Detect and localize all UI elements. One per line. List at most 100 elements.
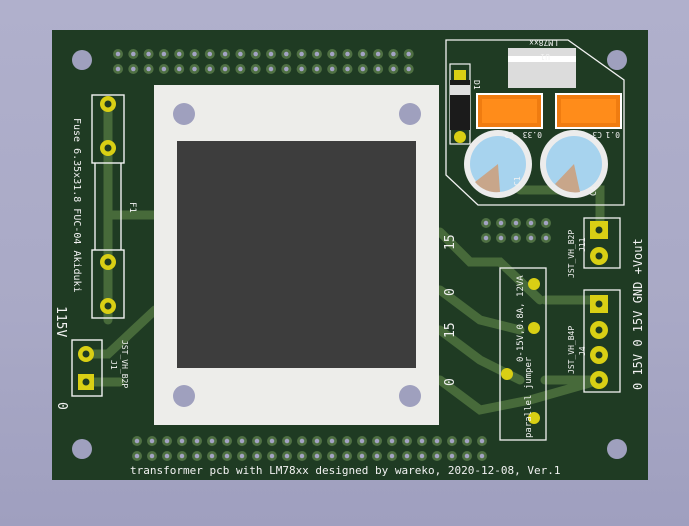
through-hole-drill <box>345 51 350 57</box>
through-hole-drill <box>209 438 215 444</box>
j1-connector <box>71 339 103 397</box>
capacitors-film <box>476 93 622 129</box>
regulator-outline <box>445 39 625 206</box>
through-hole-drill <box>239 438 245 444</box>
through-hole-drill <box>115 66 121 72</box>
through-hole-drill <box>254 438 260 444</box>
through-hole-drill <box>359 438 365 444</box>
silkscreen-text: Fuse 6.35x31.8 FUC-04 Akiduki F1 115V 0 … <box>53 38 645 438</box>
through-hole-drill <box>238 66 243 72</box>
through-hole-drill <box>419 438 425 444</box>
jst-b2p-left-label: JST_VH_B2P <box>120 340 129 388</box>
through-hole-drill <box>207 66 213 72</box>
through-hole-drill <box>329 453 335 459</box>
j11-connector <box>583 217 621 269</box>
through-hole-drill <box>314 438 320 444</box>
through-hole-drill <box>360 66 366 72</box>
through-hole-drill <box>360 51 366 57</box>
capacitors-electrolytic <box>464 130 608 198</box>
regulator-tab <box>508 56 576 62</box>
through-hole-drill <box>284 453 290 459</box>
through-hole-drill <box>164 438 170 444</box>
through-hole-drill <box>479 438 485 444</box>
through-hole-drill <box>543 235 549 241</box>
d1-label: D1 <box>472 80 481 90</box>
through-hole-drill <box>269 453 275 459</box>
through-hole-drill <box>194 453 200 459</box>
c3-val-label: 0.1 <box>605 130 620 139</box>
through-hole-drill <box>222 51 228 57</box>
u1-label: U1 <box>540 52 550 61</box>
f1-label: F1 <box>127 202 137 213</box>
tf-rating-label: 0-15V,0.8A, 12VA <box>516 275 526 362</box>
jumper-label: parallel jumper <box>524 356 534 438</box>
through-hole-drill <box>176 51 182 57</box>
through-hole-drill <box>375 51 381 57</box>
c4-label: C4 <box>589 186 598 196</box>
through-hole-drill <box>253 66 258 72</box>
v115-label: 115V <box>53 306 68 337</box>
j4-label: J4 <box>578 346 587 356</box>
through-hole-drill <box>238 51 243 57</box>
through-hole-drill <box>254 453 260 459</box>
regulator-body <box>508 48 576 88</box>
pin-0-top-label: 0 <box>443 288 458 296</box>
through-hole-drill <box>374 453 380 459</box>
through-hole-drill <box>268 66 274 72</box>
through-hole-drill <box>464 453 470 459</box>
through-hole-drill <box>329 438 335 444</box>
through-hole-drill <box>483 235 489 241</box>
through-hole-drill <box>513 235 519 241</box>
through-hole-drill <box>222 66 228 72</box>
through-hole-drill <box>391 66 396 72</box>
header-holes-top <box>113 49 414 74</box>
output-pins-label: 0 15V 0 15V GND +Vout <box>631 238 645 390</box>
header-holes-bottom <box>132 436 487 461</box>
through-hole-drill <box>192 66 197 72</box>
through-hole-drill <box>498 235 504 241</box>
pin-15-bot-label: 15 <box>443 322 458 338</box>
j1-label: J1 <box>109 360 118 370</box>
through-hole-drill <box>194 438 200 444</box>
through-hole-drill <box>389 438 395 444</box>
through-hole-drill <box>253 51 258 57</box>
through-hole-drill <box>406 66 411 72</box>
through-hole-drill <box>299 66 304 72</box>
footer-credit: transformer pcb with LM78xx designed by … <box>130 464 561 477</box>
through-hole-drill <box>284 51 289 57</box>
transformer-holes <box>173 103 421 407</box>
through-hole-drill <box>344 438 350 444</box>
through-hole-drill <box>161 51 167 57</box>
v0-left-label: 0 <box>54 402 69 410</box>
through-hole-drill <box>389 453 395 459</box>
through-hole-drill <box>449 453 455 459</box>
through-hole-drill <box>176 66 182 72</box>
through-hole-drill <box>543 220 549 226</box>
through-hole-drill <box>284 438 290 444</box>
through-hole-drill <box>434 453 440 459</box>
through-hole-drill <box>375 66 381 72</box>
pin-0-bot-label: 0 <box>443 378 458 386</box>
pin-15-top-label: 15 <box>443 234 458 250</box>
jst-b2p-right-label: JST_VH_B2P <box>567 230 576 278</box>
through-hole-drill <box>239 453 245 459</box>
through-hole-drill <box>299 51 304 57</box>
through-hole-drill <box>224 453 230 459</box>
fuse-label: Fuse 6.35x31.8 FUC-04 Akiduki <box>71 118 82 293</box>
through-hole-drill <box>345 66 350 72</box>
through-hole-drill <box>449 438 455 444</box>
through-hole-drill <box>498 220 504 226</box>
j11-label: J11 <box>578 237 587 252</box>
through-hole-drill <box>406 51 411 57</box>
through-hole-drill <box>329 66 335 72</box>
through-hole-drill <box>224 438 230 444</box>
fuse-pads <box>100 96 116 314</box>
c2-label: C2 <box>504 130 514 139</box>
small-holes <box>481 218 551 243</box>
through-hole-drill <box>146 51 151 57</box>
through-hole-drill <box>268 51 274 57</box>
c3-label: C3 <box>592 130 602 139</box>
through-hole-drill <box>192 51 197 57</box>
through-hole-drill <box>314 66 320 72</box>
